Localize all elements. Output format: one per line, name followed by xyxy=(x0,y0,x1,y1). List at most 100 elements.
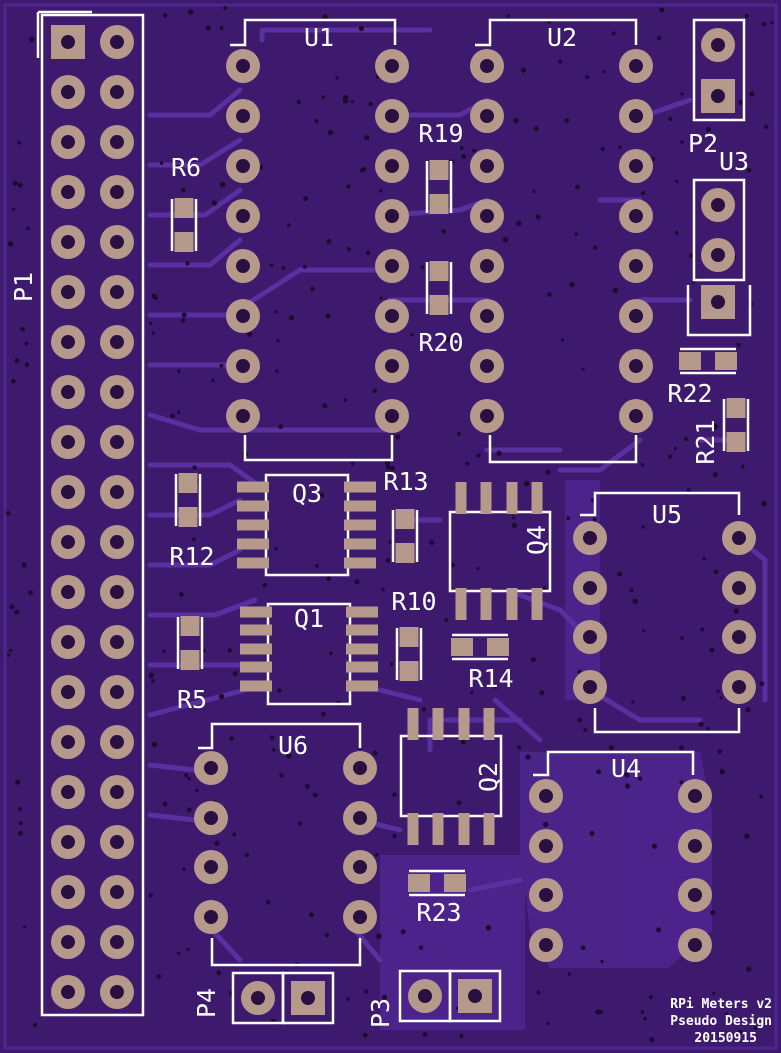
label-r10: R10 xyxy=(391,587,436,616)
via xyxy=(17,140,22,145)
r5-pad-1 xyxy=(180,616,200,636)
p1-pin-20-drill xyxy=(110,485,124,499)
p1-pin-23-drill xyxy=(61,585,75,599)
u5-pin-r1-drill xyxy=(732,531,746,545)
via xyxy=(689,253,694,258)
u3-pin-1-drill xyxy=(711,198,725,212)
u1-pin-l2-drill xyxy=(236,109,250,123)
via xyxy=(374,852,379,857)
r21-pad-1 xyxy=(726,398,746,418)
via xyxy=(21,562,27,568)
q1-pad-l3 xyxy=(240,643,272,655)
p1-pin-2-drill xyxy=(110,35,124,49)
via xyxy=(32,1022,38,1028)
r23-pad-1 xyxy=(408,874,430,892)
via xyxy=(304,783,310,789)
q3-pad-l3 xyxy=(237,519,269,531)
credit-author: Pseudo Design xyxy=(670,1014,772,1029)
via xyxy=(496,450,502,457)
via xyxy=(247,331,253,337)
via xyxy=(148,672,154,679)
via xyxy=(281,266,286,270)
via xyxy=(625,783,631,789)
q4-pad-t1 xyxy=(455,482,467,514)
u1-pin-r2-drill xyxy=(385,109,399,123)
via xyxy=(674,231,679,235)
q3-pad-r4 xyxy=(344,538,376,550)
via xyxy=(314,118,319,124)
p1-pin-38-drill xyxy=(110,935,124,949)
label-u5: U5 xyxy=(652,500,682,529)
via xyxy=(11,378,16,384)
q4-pad-b4 xyxy=(531,588,543,620)
p1-pin-8-drill xyxy=(110,185,124,199)
via xyxy=(175,164,180,169)
via xyxy=(392,833,397,839)
p1-pin-29-drill xyxy=(61,735,75,749)
u2-pin-l7-drill xyxy=(480,359,494,373)
q4-pad-b2 xyxy=(480,588,492,620)
label-q3: Q3 xyxy=(292,479,322,508)
via xyxy=(598,1009,604,1015)
via xyxy=(392,792,397,797)
trace-15 xyxy=(147,812,198,823)
u5-pin-l3-drill xyxy=(583,630,597,644)
p2-pin-2-drill xyxy=(711,89,725,103)
via xyxy=(574,232,579,236)
r14-pad-2 xyxy=(487,638,509,656)
via xyxy=(176,369,181,373)
via xyxy=(321,95,326,100)
via xyxy=(641,190,646,196)
copper-traces xyxy=(147,27,768,963)
q3-pad-r1 xyxy=(344,481,376,493)
via xyxy=(335,75,339,80)
u2-pin-l6-drill xyxy=(480,309,494,323)
trace-31 xyxy=(352,927,383,963)
u1-pin-r7-drill xyxy=(385,359,399,373)
via xyxy=(12,180,18,186)
via xyxy=(286,223,291,228)
q4-pad-t3 xyxy=(506,482,518,514)
via xyxy=(22,925,26,929)
u2-pin-l3-drill xyxy=(480,159,494,173)
u1-pin-r6-drill xyxy=(385,309,399,323)
label-r20: R20 xyxy=(418,328,463,357)
u2-pin-r1-drill xyxy=(629,59,643,73)
via xyxy=(181,312,187,318)
q4-pad-t4 xyxy=(531,482,543,514)
label-p4: P4 xyxy=(192,988,221,1018)
r22-pad-2 xyxy=(715,352,737,370)
via xyxy=(533,126,539,132)
via xyxy=(719,768,725,775)
p1-pin-39-drill xyxy=(61,985,75,999)
via xyxy=(358,25,365,32)
credit-block: RPi Meters v2 Pseudo Design 20150915 xyxy=(670,997,772,1046)
via xyxy=(702,557,706,561)
via xyxy=(325,313,331,319)
via xyxy=(276,339,280,343)
u1-pin-l5-drill xyxy=(236,259,250,273)
label-r5: R5 xyxy=(177,685,207,714)
via xyxy=(456,800,462,806)
p4-outline-right xyxy=(281,971,335,1025)
via xyxy=(364,989,369,994)
via xyxy=(641,629,646,633)
via xyxy=(269,263,274,267)
trace-5 xyxy=(147,267,393,318)
q4-outline xyxy=(448,510,552,593)
trace-23 xyxy=(557,437,643,473)
u2-pin-l1-drill xyxy=(480,59,494,73)
label-u2: U2 xyxy=(547,23,577,52)
via xyxy=(179,592,184,597)
p1-pin-5-drill xyxy=(61,135,75,149)
u6-pin-l4-drill xyxy=(204,910,218,924)
p4-pin-2-drill xyxy=(301,991,315,1005)
r13-pad-1 xyxy=(395,509,415,529)
via xyxy=(560,338,565,342)
via xyxy=(219,363,224,368)
via xyxy=(716,689,720,693)
q1-pad-r3 xyxy=(346,643,378,655)
via xyxy=(14,358,20,364)
label-q2: Q2 xyxy=(474,762,503,792)
u1-pin-r1-drill xyxy=(385,59,399,73)
